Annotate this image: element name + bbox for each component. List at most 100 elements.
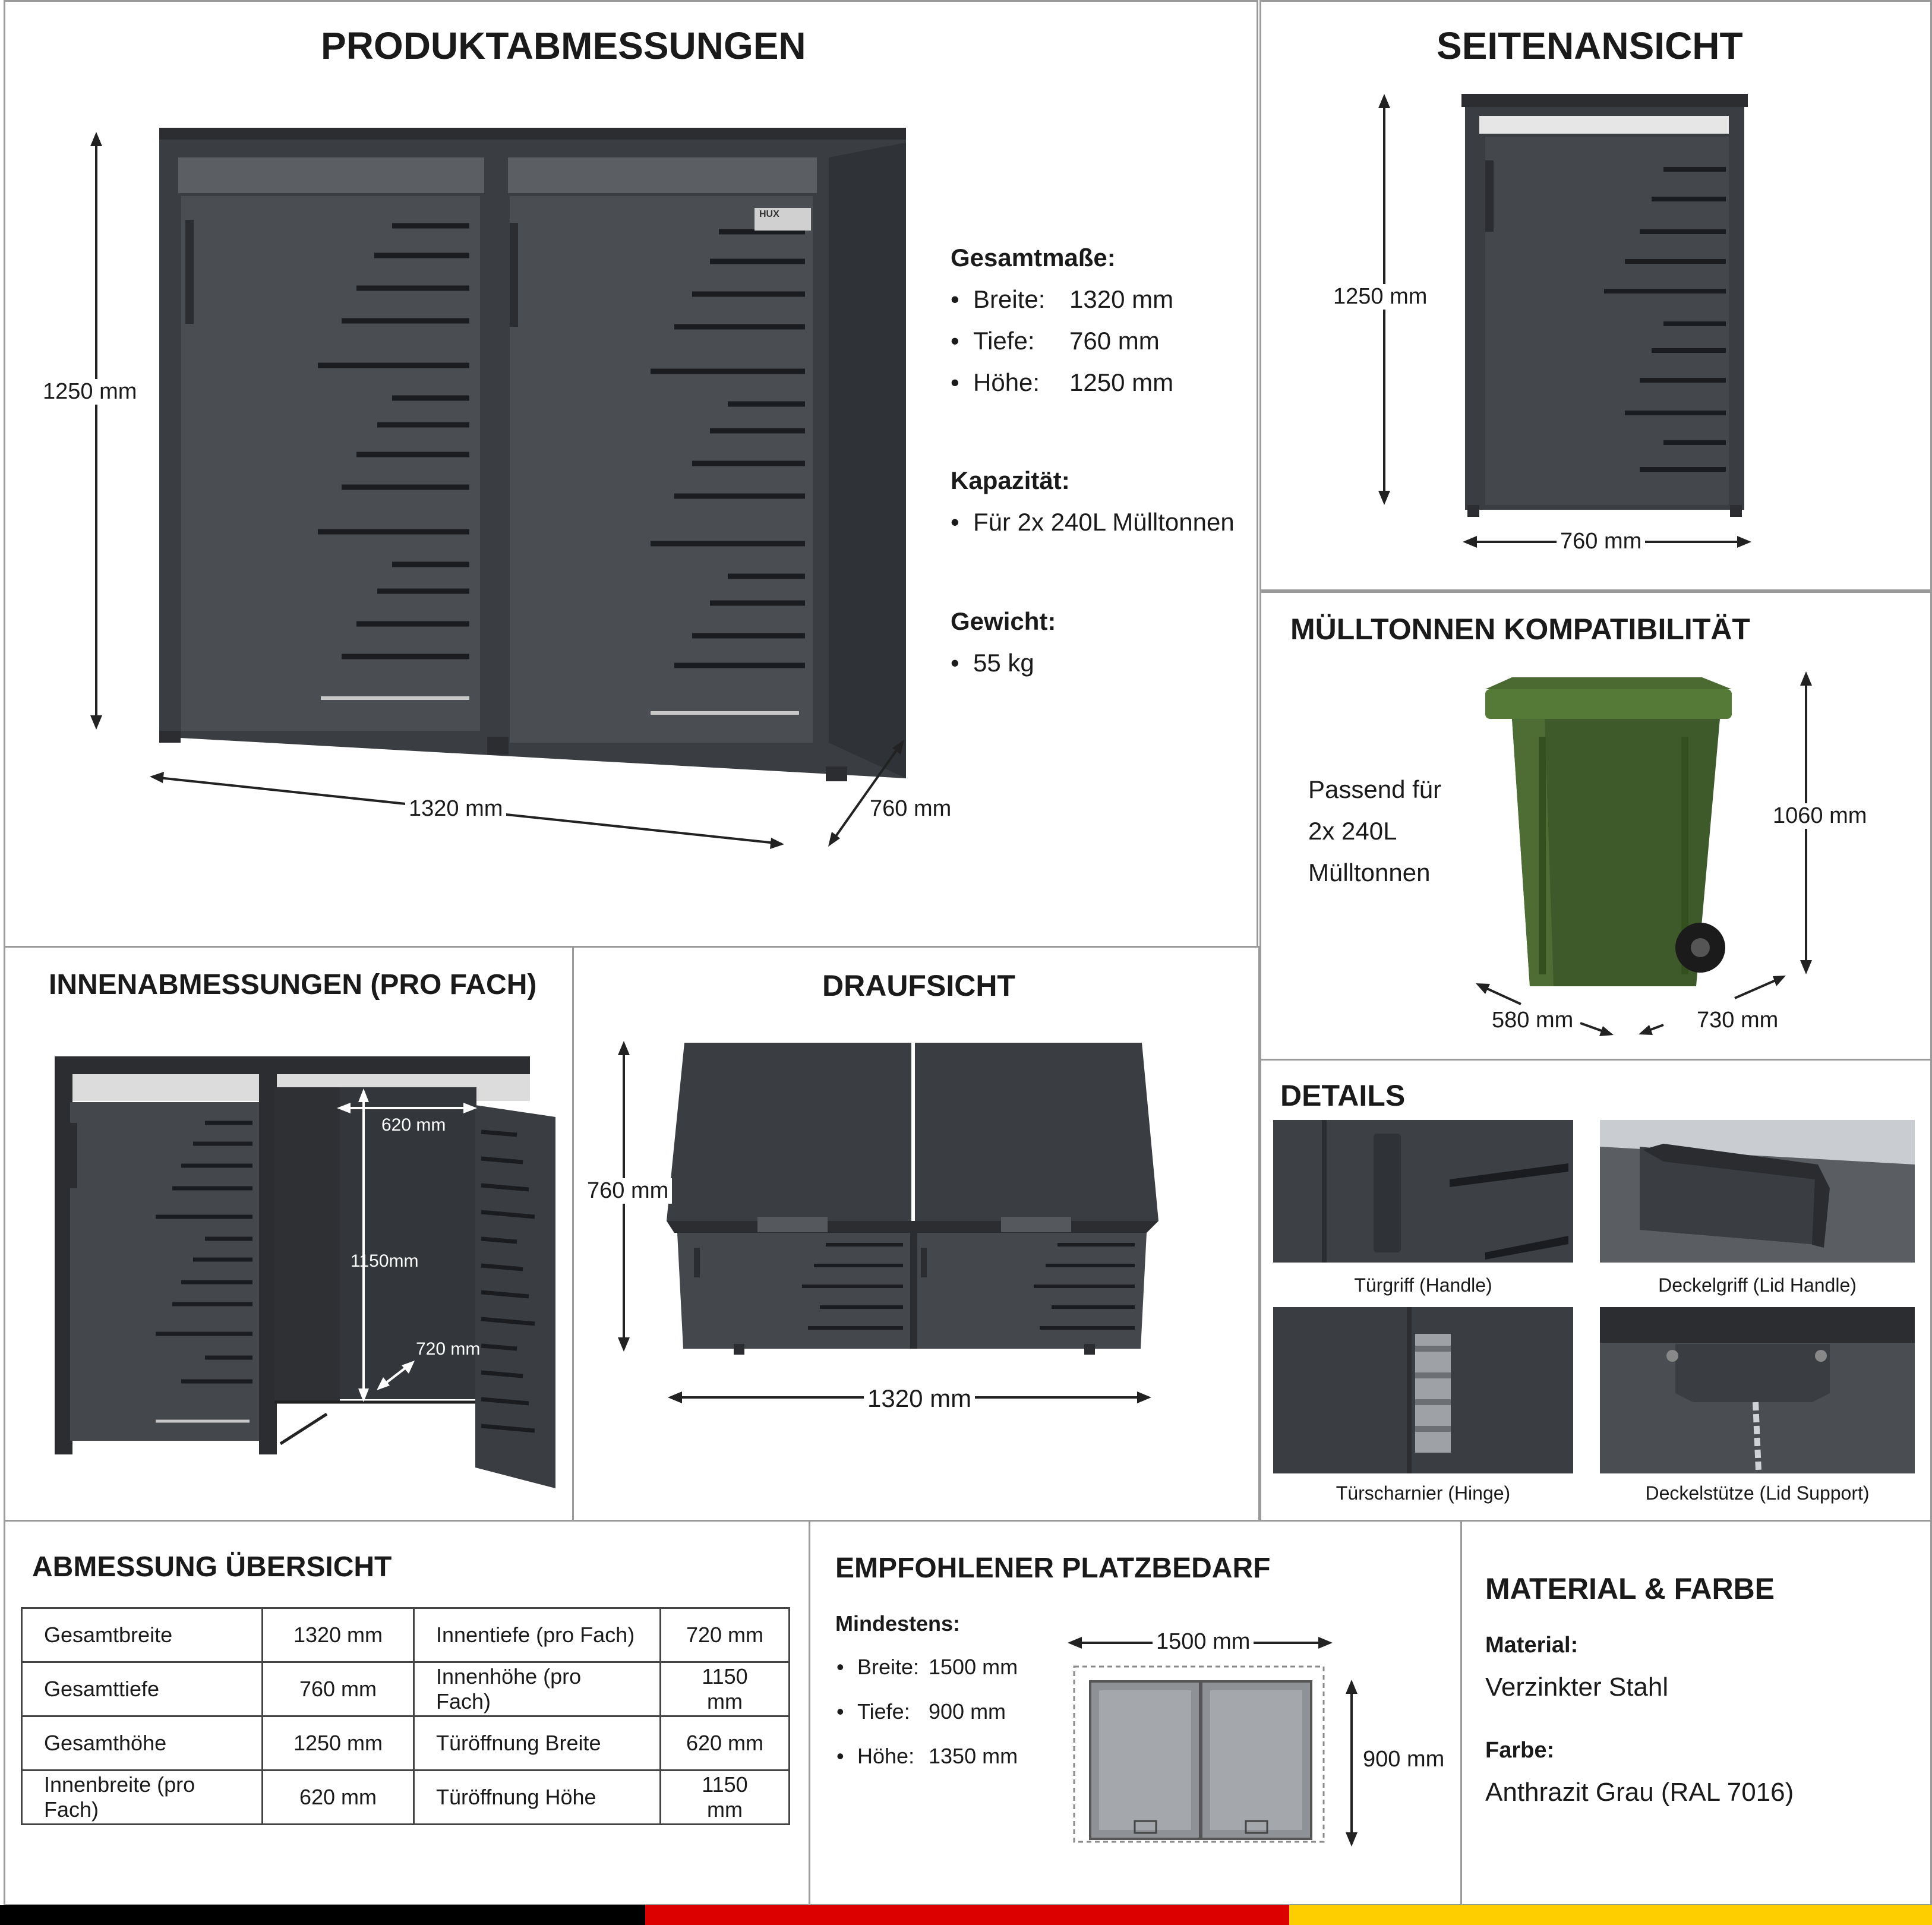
bullet: • <box>951 285 959 313</box>
table-cell: Gesamtbreite <box>21 1607 263 1663</box>
muelltonnen-text-1: Passend für <box>1308 775 1442 803</box>
platz-row-hoehe: • Höhe: 1350 mm <box>836 1744 1018 1788</box>
innen-depth-label: 720 mm <box>416 1339 481 1359</box>
table-row: Gesamttiefe 760 mm Innenhöhe (pro Fach) … <box>21 1661 790 1717</box>
table-cell: Gesamthöhe <box>21 1715 263 1771</box>
produkt-height-label: 1250 mm <box>39 379 141 405</box>
gewicht-item: •55 kg <box>951 649 1056 677</box>
gesamtmasse-block: Gesamtmaße: • Breite: 1320 mm •Tiefe:760 m… <box>951 244 1173 410</box>
flag-stripe-black <box>0 1905 645 1925</box>
muelltonnen-title: MÜLLTONNEN KOMPATIBILITÄT <box>1290 613 1750 646</box>
innen-title: INNENABMESSUNGEN (PRO FACH) <box>49 969 537 1001</box>
bin-width-label: 580 mm <box>1488 1008 1577 1033</box>
spec-value: Für 2x 240L Mülltonnen <box>973 508 1235 536</box>
uebersicht-title: ABMESSUNG ÜBERSICHT <box>32 1551 392 1583</box>
spec-key: Tiefe: <box>857 1699 910 1724</box>
table-cell: Türöffnung Breite <box>413 1715 661 1771</box>
spec-value: 1320 mm <box>1069 285 1174 313</box>
bullet: • <box>836 1655 844 1679</box>
produkt-depth-label: 760 mm <box>866 796 955 822</box>
seitenansicht-height-label: 1250 mm <box>1330 284 1431 310</box>
seitenansicht-depth-label: 760 mm <box>1557 529 1646 554</box>
platz-min-title: Mindestens: <box>835 1611 961 1636</box>
table-cell: Innenhöhe (pro Fach) <box>413 1661 661 1717</box>
logo-text: HUX <box>759 209 779 219</box>
table-cell: 1250 mm <box>261 1715 415 1771</box>
material-title: MATERIAL & FARBE <box>1485 1572 1775 1605</box>
muelltonnen-text-3: Mülltonnen <box>1308 859 1431 886</box>
platz-list: • Breite: 1500 mm • Tiefe: 900 mm • Höhe: 1350… <box>836 1655 1018 1788</box>
bullet: • <box>836 1699 844 1724</box>
detail-caption-tuergriff: Türgriff (Handle) <box>1354 1274 1492 1296</box>
details-title: DETAILS <box>1280 1079 1406 1112</box>
table-row: Innenbreite (pro Fach) 620 mm Türöffnung… <box>21 1769 790 1825</box>
panel-material <box>1460 1520 1932 1906</box>
draufsicht-width-label: 1320 mm <box>864 1384 976 1413</box>
draufsicht-title: DRAUFSICHT <box>822 969 1015 1002</box>
table-row: Gesamthöhe 1250 mm Türöffnung Breite 620… <box>21 1715 790 1771</box>
platz-row-breite: • Breite: 1500 mm <box>836 1655 1018 1699</box>
spec-value: 1500 mm <box>929 1655 1018 1679</box>
table-cell: 1150 mm <box>659 1661 790 1717</box>
table-cell: 720 mm <box>659 1607 790 1663</box>
table-row: Gesamtbreite 1320 mm Innentiefe (pro Fac… <box>21 1607 790 1663</box>
draufsicht-depth-label: 760 mm <box>583 1178 673 1204</box>
table-cell: 760 mm <box>261 1661 415 1717</box>
produktabmessungen-title: PRODUKTABMESSUNGEN <box>321 24 806 67</box>
table-cell: Gesamttiefe <box>21 1661 263 1717</box>
platz-title: EMPFOHLENER PLATZBEDARF <box>835 1552 1271 1584</box>
bullet: • <box>951 649 959 677</box>
overview-table: Gesamtbreite 1320 mm Innentiefe (pro Fac… <box>21 1607 790 1825</box>
spec-value: 900 mm <box>929 1699 1006 1724</box>
kapazitaet-item: • Für 2x 240L Mülltonnen <box>951 508 1235 537</box>
spec-value: 1250 mm <box>1069 368 1174 396</box>
material-value: Verzinkter Stahl <box>1485 1672 1669 1702</box>
spec-row-tiefe: •Tiefe:760 mm <box>951 327 1173 368</box>
spec-row-breite: • Breite: 1320 mm <box>951 285 1173 327</box>
bullet: • <box>951 327 959 355</box>
spec-key: Breite: <box>857 1655 920 1679</box>
seitenansicht-title: SEITENANSICHT <box>1437 24 1743 67</box>
table-cell: Innenbreite (pro Fach) <box>21 1769 263 1825</box>
spec-key: Höhe: <box>973 368 1040 396</box>
kapazitaet-title: Kapazität: <box>951 466 1070 494</box>
table-cell: 620 mm <box>659 1715 790 1771</box>
detail-caption-deckelgriff: Deckelgriff (Lid Handle) <box>1658 1274 1857 1296</box>
material-label: Material: <box>1485 1633 1579 1658</box>
detail-caption-tuerscharnier: Türscharnier (Hinge) <box>1336 1482 1511 1504</box>
innen-width-label: 620 mm <box>381 1115 446 1135</box>
gewicht-block: Gewicht: •55 kg <box>951 607 1056 677</box>
innen-height-label: 1150mm <box>351 1251 419 1271</box>
spec-value: 760 mm <box>1069 327 1160 355</box>
spec-value: 1350 mm <box>929 1744 1018 1768</box>
flag-stripe-red <box>645 1905 1289 1925</box>
platz-row-tiefe: • Tiefe: 900 mm <box>836 1699 1018 1744</box>
spec-row-hoehe: • Höhe: 1250 mm <box>951 368 1173 410</box>
platz-width-label: 1500 mm <box>1153 1629 1254 1655</box>
muelltonnen-text-2: 2x 240L <box>1308 817 1397 845</box>
spec-key: Breite: <box>973 285 1046 313</box>
produkt-width-label: 1320 mm <box>405 796 507 822</box>
bin-height-label: 1060 mm <box>1769 803 1871 829</box>
bin-depth-label: 730 mm <box>1693 1008 1782 1033</box>
table-cell: 1150 mm <box>659 1769 790 1825</box>
table-cell: 1320 mm <box>261 1607 415 1663</box>
table-cell: Innentiefe (pro Fach) <box>413 1607 661 1663</box>
flag-stripe-gold <box>1289 1905 1932 1925</box>
bullet: • <box>951 368 959 396</box>
spec-key: Höhe: <box>857 1744 915 1768</box>
farbe-value: Anthrazit Grau (RAL 7016) <box>1485 1778 1794 1807</box>
farbe-label: Farbe: <box>1485 1738 1555 1763</box>
table-cell: 620 mm <box>261 1769 415 1825</box>
bullet: • <box>836 1744 844 1768</box>
gesamtmasse-title: Gesamtmaße: <box>951 244 1116 272</box>
bullet: • <box>951 508 959 536</box>
gewicht-title: Gewicht: <box>951 607 1056 635</box>
platz-depth-label: 900 mm <box>1359 1747 1448 1772</box>
